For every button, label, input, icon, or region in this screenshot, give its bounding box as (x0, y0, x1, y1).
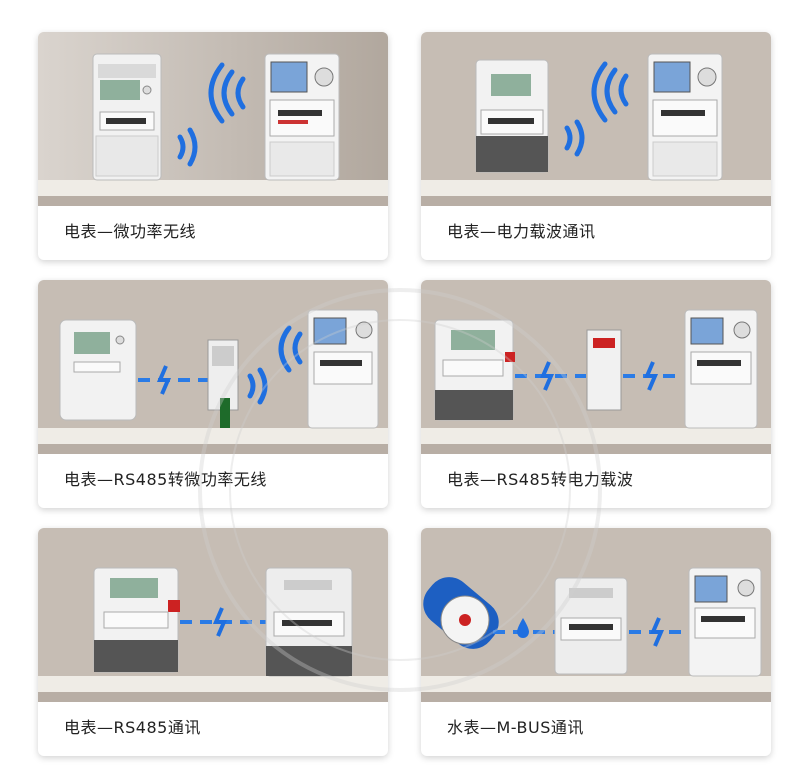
card-meter-rs485-plc: 电表—RS485转电力载波 (421, 280, 771, 508)
wireless-wave-icon (177, 62, 246, 167)
electric-meter-icon (59, 319, 137, 421)
card-caption: 水表—M-BUS通讯 (447, 718, 584, 737)
card-meter-plc: 电表—电力载波通讯 (421, 32, 771, 260)
scene-illustration (38, 528, 388, 702)
electric-meter-icon (434, 319, 515, 421)
converter-icon (586, 329, 622, 411)
electric-meter-icon (92, 53, 162, 181)
bolt-icon (156, 365, 172, 395)
card-caption: 电表—微功率无线 (64, 222, 197, 241)
card-meter-rs485: 电表—RS485通讯 (38, 528, 388, 756)
concentrator-icon (647, 53, 723, 181)
scene-illustration (421, 280, 771, 454)
scene-illustration (421, 32, 771, 206)
electric-meter-icon (475, 59, 549, 173)
card-caption: 电表—电力载波通讯 (447, 222, 596, 241)
card-meter-micropower-wireless: 电表—微功率无线 (38, 32, 388, 260)
water-meter-icon (423, 577, 499, 649)
concentrator-icon (684, 309, 758, 429)
bolt-icon (649, 617, 665, 647)
scene-illustration (421, 528, 771, 702)
wireless-wave-icon (247, 325, 303, 405)
scene-illustration (38, 280, 388, 454)
card-caption: 电表—RS485转微功率无线 (64, 470, 267, 489)
card-caption: 电表—RS485转电力载波 (447, 470, 634, 489)
collector-icon (554, 577, 628, 675)
concentrator-icon (688, 567, 762, 677)
card-water-meter-mbus: 水表—M-BUS通讯 (421, 528, 771, 756)
electric-meter-icon (93, 567, 180, 673)
scene-illustration (38, 32, 388, 206)
bolt-icon (539, 361, 555, 391)
concentrator-icon (264, 53, 340, 181)
bolt-icon (643, 361, 659, 391)
converter-icon (207, 339, 239, 428)
card-caption: 电表—RS485通讯 (64, 718, 201, 737)
concentrator-icon (307, 309, 379, 429)
wireless-wave-icon (564, 61, 629, 157)
water-drop-icon (517, 618, 529, 638)
bolt-icon (212, 607, 228, 637)
card-meter-rs485-micropower: 电表—RS485转微功率无线 (38, 280, 388, 508)
collector-icon (265, 567, 353, 677)
